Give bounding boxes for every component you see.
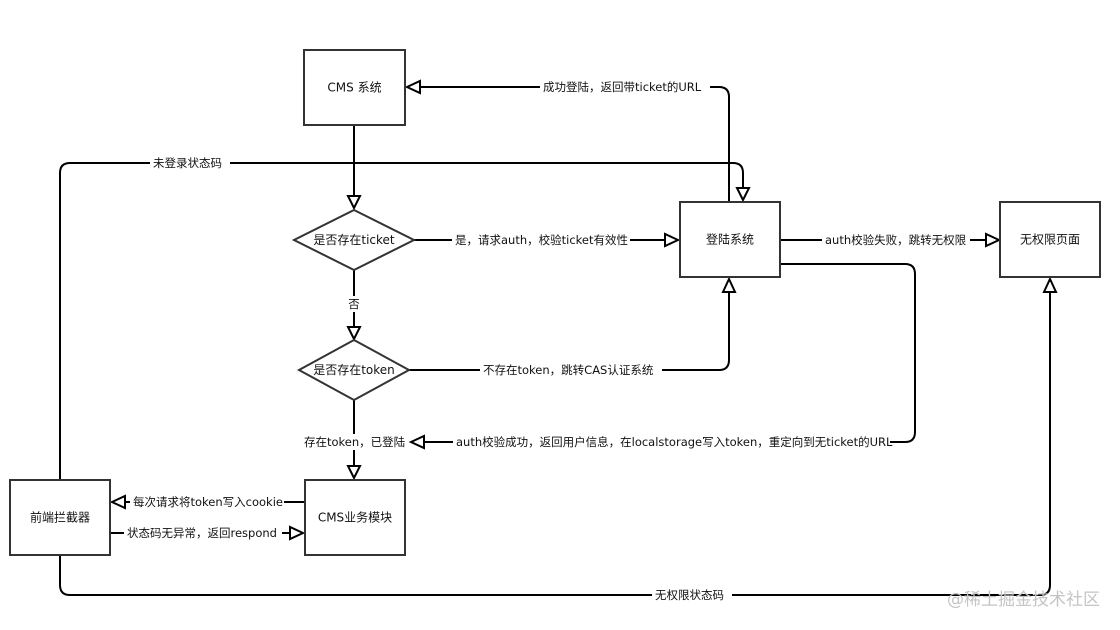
edge-no-token-redirect (409, 292, 730, 371)
node-cms-system: CMS 系统 (303, 49, 406, 126)
node-label-cms-system: CMS 系统 (327, 81, 381, 95)
label-bg (453, 434, 890, 450)
arrowhead-icon (346, 326, 362, 342)
edge-label-yes-request-auth: 是，请求auth，校验ticket有效性 (455, 233, 628, 247)
label-bg (150, 155, 230, 171)
edge-label-has-token: 存在token，已登陆 (304, 435, 405, 449)
node-label-has-token: 是否存在token (313, 363, 395, 377)
edge-label-status-ok: 状态码无异常，返回respond (127, 526, 277, 540)
node-label-frontend-interceptor: 前端拦截器 (30, 510, 90, 525)
label-bg (124, 525, 282, 541)
edge-auth-success (424, 263, 916, 443)
label-bg (540, 79, 710, 95)
node-label-no-permission-page: 无权限页面 (1020, 233, 1080, 247)
arrowhead-icon (109, 494, 126, 510)
label-bg (130, 494, 284, 510)
edge-label-auth-success: auth校验成功，返回用户信息，在localstorage写入token，重定向… (456, 435, 893, 449)
edge-login-success-return (420, 86, 730, 202)
arrowhead-icon (346, 465, 362, 481)
node-login-system: 登陆系统 (679, 201, 781, 278)
arrowhead-icon (721, 276, 737, 293)
arrowhead-icon (985, 232, 1002, 248)
node-cms-business: CMS业务模块 (304, 479, 406, 556)
edge-label-not-logged-in: 未登录状态码 (153, 156, 222, 170)
edge-label-login-success-return: 成功登陆，返回带ticket的URL (543, 80, 702, 94)
label-bg (822, 232, 970, 248)
watermark: @稀土掘金技术社区 (947, 590, 1100, 610)
edge-not-logged-in (59, 162, 744, 480)
edge-label-no-permission-code: 无权限状态码 (655, 588, 724, 602)
label-bg (302, 434, 406, 450)
arrowhead-icon (289, 525, 306, 541)
arrowhead-icon (346, 195, 362, 211)
node-has-token-decision: 是否存在token (296, 338, 412, 402)
arrowhead-icon (408, 434, 425, 450)
edge-label-no-token-redirect: 不存在token，跳转CAS认证系统 (483, 363, 654, 377)
node-label-cms-business: CMS业务模块 (318, 510, 392, 525)
edge-no-permission-code (59, 292, 1051, 596)
arrowhead-icon (404, 79, 421, 95)
arrowhead-icon (664, 232, 681, 248)
label-bg (346, 296, 362, 312)
node-has-ticket-decision: 是否存在ticket (291, 208, 417, 272)
arrowhead-icon (1042, 276, 1058, 293)
edge-label-auth-fail: auth校验失败，跳转无权限 (825, 233, 967, 247)
edge-label-no: 否 (348, 297, 360, 311)
arrowhead-icon (735, 187, 751, 203)
label-bg (652, 587, 732, 603)
edge-label-write-cookie: 每次请求将token写入cookie (133, 495, 283, 509)
label-bg (480, 362, 662, 378)
node-no-permission-page: 无权限页面 (999, 201, 1101, 278)
node-frontend-interceptor: 前端拦截器 (9, 479, 111, 556)
label-bg (452, 232, 630, 248)
node-label-has-ticket: 是否存在ticket (313, 233, 395, 247)
node-label-login-system: 登陆系统 (706, 232, 754, 247)
